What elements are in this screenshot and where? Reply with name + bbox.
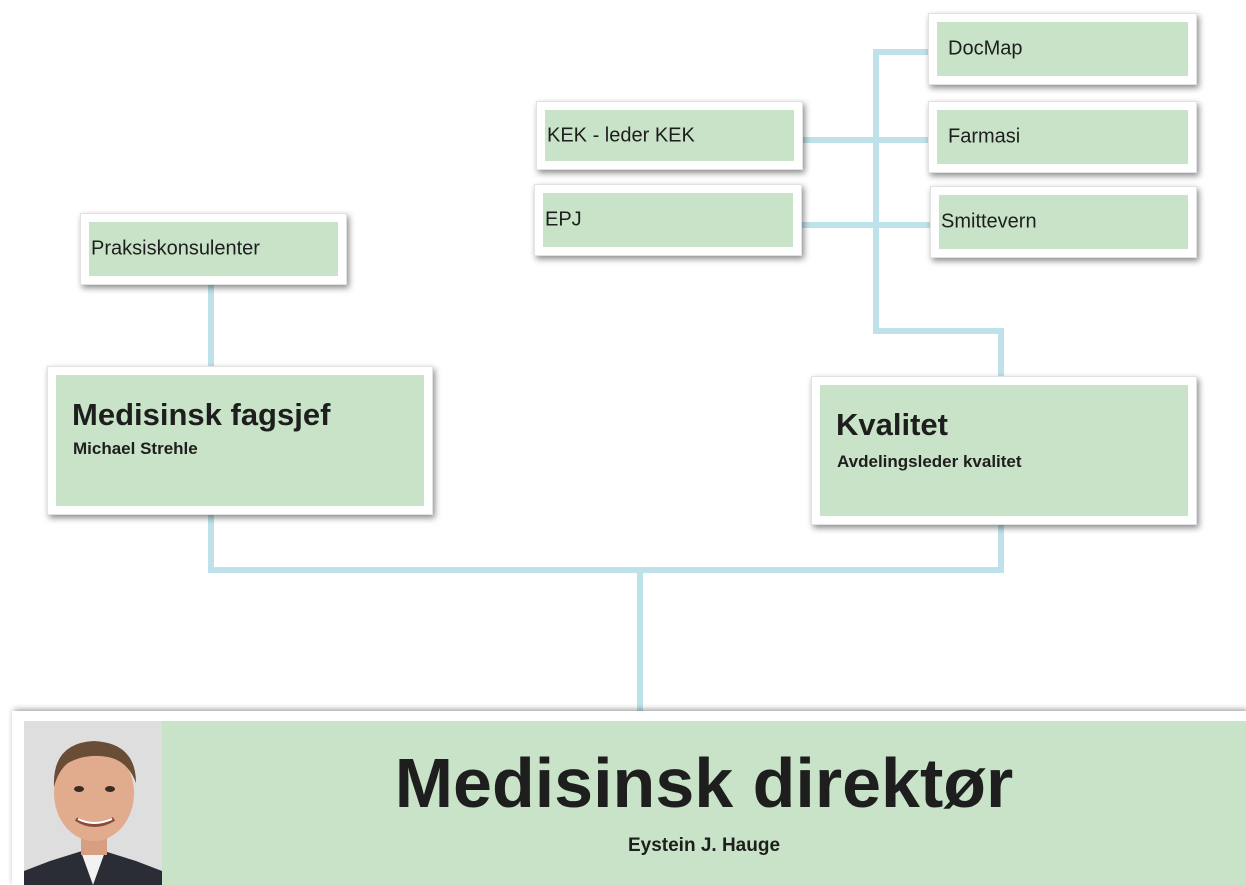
node-smittevern-label: Smittevern xyxy=(941,210,1037,233)
node-smittevern: Smittevern xyxy=(930,186,1197,258)
node-kek: KEK - leder KEK xyxy=(536,101,803,170)
node-docmap-label: DocMap xyxy=(948,37,1023,60)
node-fagsjef: Medisinsk fagsjef Michael Strehle xyxy=(47,366,433,515)
node-kek-label: KEK - leder KEK xyxy=(547,124,695,146)
node-epj-label: EPJ xyxy=(545,208,582,231)
node-fagsjef-name: Michael Strehle xyxy=(73,439,198,458)
connector-fagsjef-kvalitet xyxy=(208,514,1004,573)
node-direktor: Medisinsk direktør Eystein J. Hauge xyxy=(12,711,1246,885)
connector-kvalitet-branch xyxy=(873,49,1004,376)
node-docmap: DocMap xyxy=(928,13,1197,85)
node-kvalitet: Kvalitet Avdelingsleder kvalitet xyxy=(811,376,1197,525)
node-farmasi-label: Farmasi xyxy=(948,125,1021,148)
node-kvalitet-title: Kvalitet xyxy=(836,407,948,442)
node-kvalitet-name: Avdelingsleder kvalitet xyxy=(837,452,1022,471)
node-praksiskonsulenter: Praksiskonsulenter xyxy=(80,213,347,285)
node-epj: EPJ xyxy=(534,184,802,256)
node-direktor-name: Eystein J. Hauge xyxy=(627,835,781,856)
node-direktor-title: Medisinsk direktør xyxy=(394,744,1014,822)
director-photo xyxy=(24,721,162,885)
node-praksiskonsulenter-label: Praksiskonsulenter xyxy=(91,237,260,260)
node-farmasi: Farmasi xyxy=(928,101,1197,173)
node-fagsjef-title: Medisinsk fagsjef xyxy=(72,397,331,432)
